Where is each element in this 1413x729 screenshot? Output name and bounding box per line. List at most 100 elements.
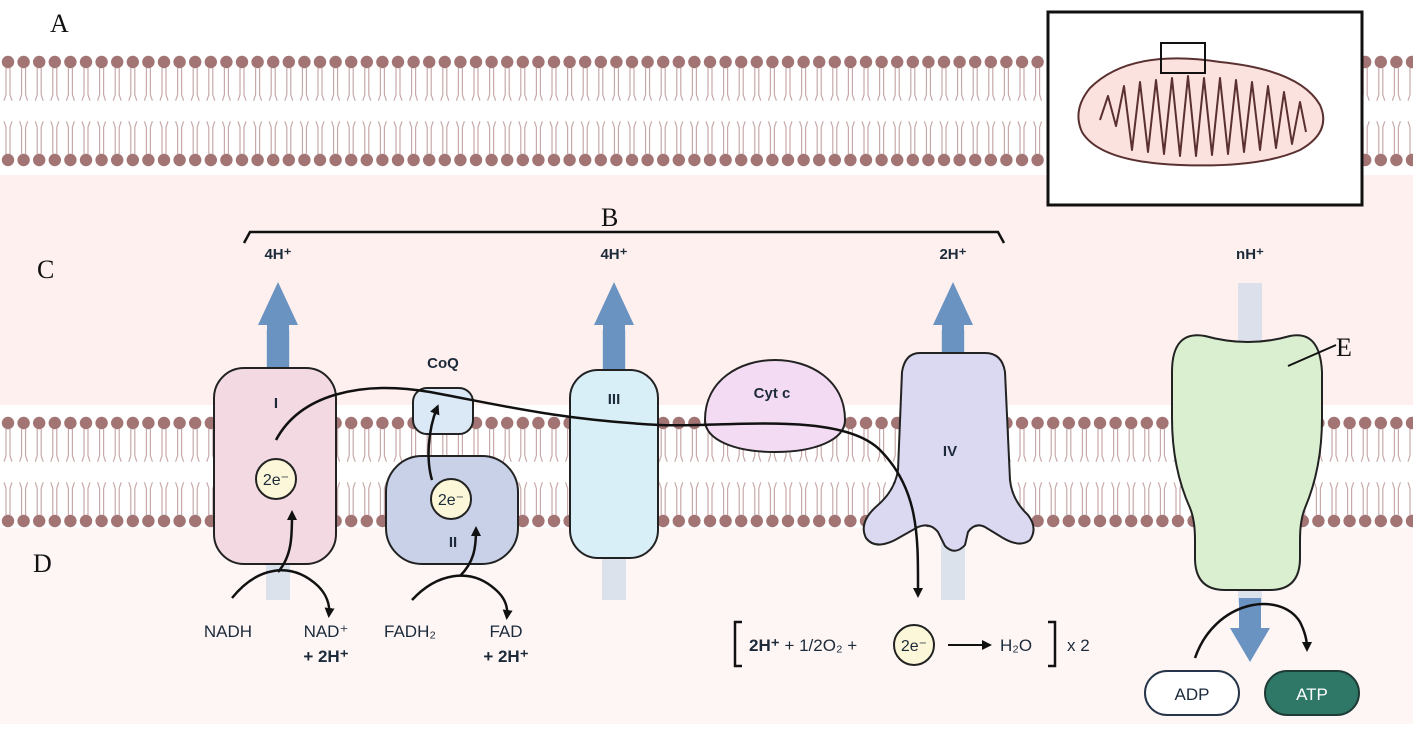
phospholipid-head (1109, 416, 1122, 430)
phospholipid-head (423, 55, 436, 69)
equation-multiplier: x 2 (1067, 636, 1090, 655)
phospholipid-head (859, 416, 873, 430)
coq-body (412, 387, 474, 435)
phospholipid-head (922, 55, 935, 69)
phospholipid-head (703, 153, 717, 167)
phospholipid-head (267, 153, 280, 167)
phospholipid-head (641, 153, 654, 167)
phospholipid-head (469, 55, 483, 69)
phospholipid-head (1078, 416, 1091, 430)
phospholipid-head (844, 416, 857, 430)
phospholipid-head (610, 153, 623, 167)
complex-4-label: IV (943, 443, 957, 460)
phospholipid-head (1405, 55, 1413, 69)
phospholipid-head (1343, 514, 1356, 528)
phospholipid-head (703, 55, 717, 69)
phospholipid-head (1031, 514, 1044, 528)
phospholipid-head (1327, 416, 1341, 430)
phospholipid-head (1047, 514, 1060, 528)
phospholipid-head (1, 514, 15, 528)
phospholipid-head (672, 55, 685, 69)
phospholipid-head (1156, 514, 1169, 528)
phospholipid-head (594, 153, 607, 167)
phospholipid-head (376, 55, 389, 69)
phospholipid-head (532, 416, 545, 430)
phospholipid-head (766, 153, 779, 167)
phospholipid-head (501, 153, 514, 167)
phospholipid-head (267, 55, 280, 69)
phospholipid-head (875, 55, 888, 69)
phospholipid-head (532, 153, 545, 167)
phospholipid-head (532, 514, 545, 528)
phospholipid-head (1390, 55, 1403, 69)
phospholipid-head (781, 514, 795, 528)
phospholipid-head (407, 153, 420, 167)
phospholipid-head (1031, 416, 1044, 430)
phospholipid-head (657, 55, 670, 69)
phospholipid-head (797, 55, 810, 69)
phospholipid-head (1405, 514, 1413, 528)
phospholipid-head (157, 55, 171, 69)
phospholipid-head (157, 153, 171, 167)
phospholipid-head (813, 153, 826, 167)
phospholipid-head (828, 153, 841, 167)
complex-2-to-coq-arrow (427, 404, 440, 481)
phospholipid-head (173, 514, 186, 528)
equation-left-bracket (733, 620, 742, 668)
phospholipid-head (1390, 416, 1403, 430)
phospholipid-head (95, 153, 108, 167)
nadh-electron-arrow (277, 510, 297, 573)
phospholipid-head (719, 153, 732, 167)
phospholipid-head (641, 55, 654, 69)
phospholipid-head (563, 55, 576, 69)
phospholipid-head (407, 55, 420, 69)
phospholipid-head (454, 153, 467, 167)
nad-protons-label: + 2H⁺ (303, 647, 348, 666)
phospholipid-head (547, 514, 561, 528)
phospholipid-head (189, 416, 202, 430)
mitochondrion-inset (1046, 10, 1364, 207)
equation-text: 2H⁺ + 1/2O₂ + (749, 636, 857, 655)
phospholipid-head (1312, 514, 1325, 528)
phospholipid-head (657, 153, 670, 167)
equation-protons: 2H⁺ (749, 636, 780, 655)
phospholipid-head (719, 55, 732, 69)
complex-3-label: III (608, 391, 621, 408)
electron-complex-2-label: 2e⁻ (438, 492, 464, 509)
complex-3-body (569, 369, 659, 559)
phospholipid-head (516, 55, 529, 69)
phospholipid-head (906, 55, 919, 69)
phospholipid-head (345, 514, 358, 528)
phospholipid-head (563, 153, 576, 167)
phospholipid-head (126, 416, 139, 430)
adp-pill: ADP (1144, 670, 1240, 716)
phospholipid-head (251, 153, 264, 167)
nadh-curved-arrow (231, 569, 335, 618)
phospholipid-head (1374, 55, 1388, 69)
phospholipid-head (750, 55, 763, 69)
phospholipid-head (610, 55, 623, 69)
phospholipid-head (485, 55, 498, 69)
phospholipid-head (111, 416, 124, 430)
phospholipid-head (516, 416, 529, 430)
phospholipid-head (64, 416, 77, 430)
complex-1-label: I (274, 395, 278, 412)
phospholipid-head (688, 153, 701, 167)
phospholipid-head (672, 514, 685, 528)
panel-label-a: A (50, 9, 69, 38)
phospholipid-head (64, 514, 77, 528)
phospholipid-head (1359, 416, 1372, 430)
phospholipid-head (844, 153, 857, 167)
phospholipid-head (781, 153, 795, 167)
phospholipid-head (750, 153, 763, 167)
phospholipid-head (547, 153, 561, 167)
phospholipid-head (111, 55, 124, 69)
phospholipid-head (1405, 416, 1413, 430)
phospholipid-head (485, 153, 498, 167)
phospholipid-head (1062, 514, 1076, 528)
protons-complex-4: 2H⁺ (939, 246, 966, 263)
phospholipid-head (126, 153, 139, 167)
phospholipid-head (469, 153, 483, 167)
mitochondrion-icon (1077, 57, 1325, 167)
